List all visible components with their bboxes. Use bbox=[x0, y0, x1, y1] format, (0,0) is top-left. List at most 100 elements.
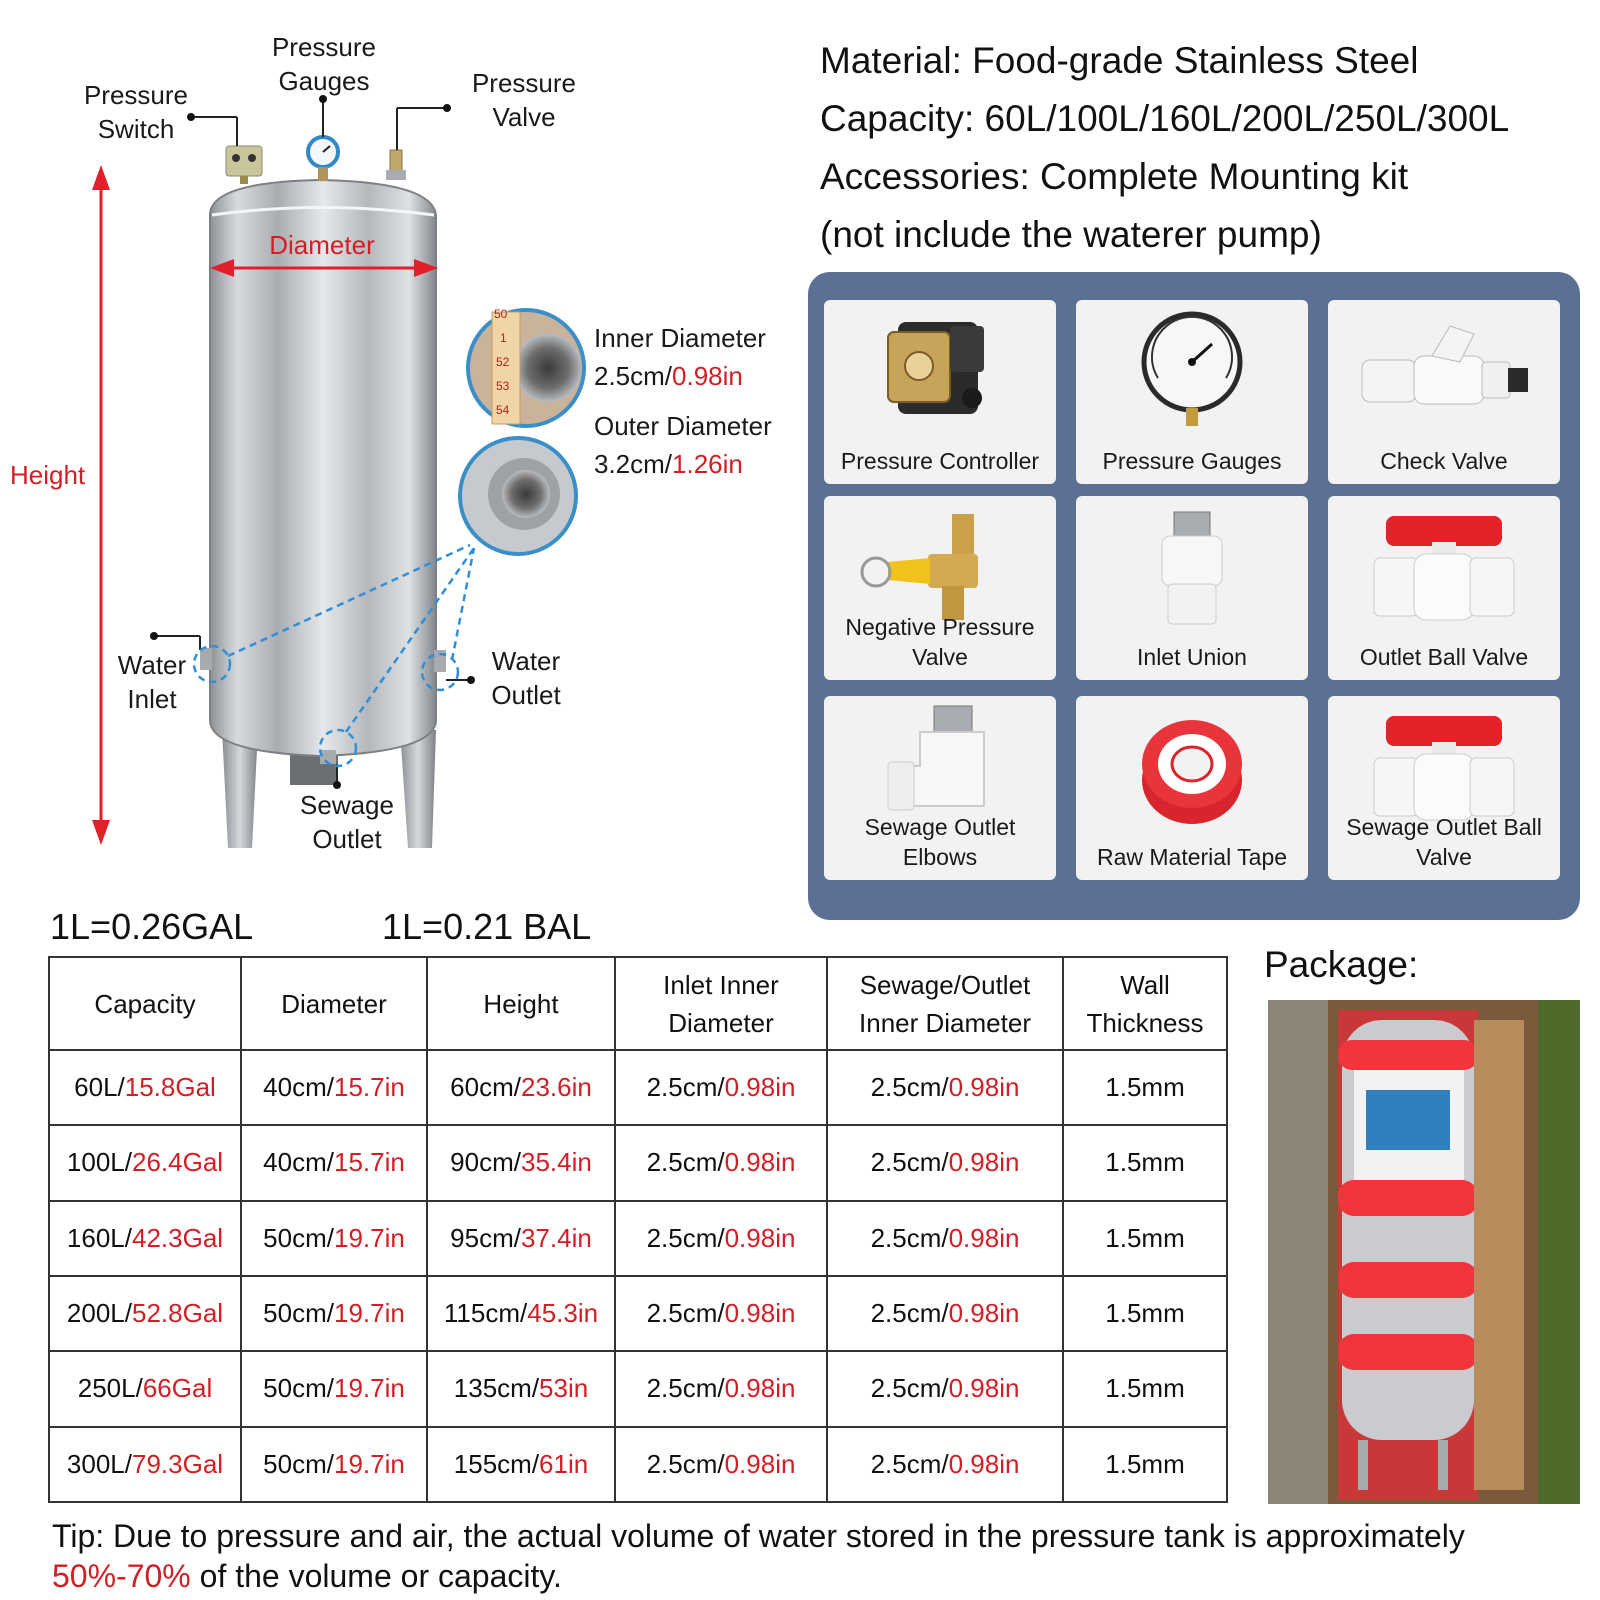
conversion-gal: 1L=0.26GAL bbox=[50, 906, 254, 947]
accessory-card-negative-pressure-valve: Negative Pressure Valve bbox=[824, 496, 1056, 680]
cell-primary-value: 2.5cm/ bbox=[870, 1448, 949, 1479]
ruler-tick-4: 53 bbox=[496, 379, 510, 393]
cell-primary-value: 50cm/ bbox=[263, 1298, 334, 1329]
cell-imperial-value: 19.7in bbox=[333, 1448, 405, 1479]
accessories-panel: Pressure Controller Pressure Gauges Chec… bbox=[808, 272, 1580, 920]
cell-primary-value: 2.5cm/ bbox=[870, 1298, 949, 1329]
cell-primary-value: 200L/ bbox=[66, 1298, 132, 1329]
table-cell: 1.5mm bbox=[1062, 1425, 1228, 1504]
ruler-tick-5: 54 bbox=[496, 403, 510, 417]
table-cell: 2.5cm/0.98in bbox=[614, 1274, 828, 1353]
tip-text: Tip: Due to pressure and air, the actual… bbox=[52, 1516, 1592, 1596]
ruler-tick-1: 50 bbox=[494, 307, 508, 321]
outer-diameter-photo bbox=[458, 436, 578, 556]
cell-imperial-value: 45.3in bbox=[527, 1298, 599, 1329]
ruler-tick-3: 52 bbox=[496, 355, 510, 369]
table-cell: 40cm/15.7in bbox=[240, 1124, 428, 1202]
table-cell: 2.5cm/0.98in bbox=[614, 1199, 828, 1277]
accessory-card-check-valve: Check Valve bbox=[1328, 300, 1560, 484]
cell-primary-value: 50cm/ bbox=[263, 1448, 334, 1479]
table-cell: 2.5cm/0.98in bbox=[826, 1350, 1064, 1428]
spec-note: (not include the waterer pump) bbox=[820, 214, 1322, 255]
header-diameter: Diameter bbox=[240, 956, 428, 1051]
outer-diameter-in: 1.26in bbox=[672, 449, 743, 479]
diameter-arrow bbox=[210, 259, 438, 277]
package-title: Package: bbox=[1264, 944, 1419, 985]
package-illustration bbox=[1268, 1000, 1580, 1504]
water-outlet-label: Water Outlet bbox=[491, 646, 561, 710]
cell-primary-value: 2.5cm/ bbox=[646, 1373, 725, 1404]
tip-prefix: Tip: bbox=[52, 1518, 105, 1554]
table-cell: 50cm/19.7in bbox=[240, 1274, 428, 1353]
height-arrow bbox=[92, 165, 110, 845]
header-wall-thickness: Wall Thickness bbox=[1062, 956, 1228, 1051]
accessory-label: Inlet Union bbox=[1137, 644, 1247, 670]
pressure-controller-icon bbox=[887, 322, 984, 414]
table-cell: 50cm/19.7in bbox=[240, 1350, 428, 1428]
negative-pressure-valve-icon bbox=[860, 514, 978, 620]
outer-diameter-cm: 3.2cm/ bbox=[594, 449, 673, 479]
elbow-icon bbox=[887, 705, 985, 811]
inner-diameter-cm: 2.5cm/ bbox=[594, 361, 673, 391]
cell-primary-value: 155cm/ bbox=[453, 1448, 540, 1479]
inner-diameter-value: 2.5cm/0.98in bbox=[594, 356, 743, 396]
table-cell: 135cm/53in bbox=[426, 1350, 616, 1428]
cell-primary-value: 2.5cm/ bbox=[870, 1222, 949, 1253]
accessory-card-pressure-gauges: Pressure Gauges bbox=[1076, 300, 1308, 484]
table-cell: 2.5cm/0.98in bbox=[614, 1350, 828, 1428]
tank-leg-right bbox=[400, 730, 436, 848]
spec-material: Material: Food-grade Stainless Steel bbox=[820, 40, 1419, 81]
cell-imperial-value: 37.4in bbox=[520, 1222, 592, 1253]
cell-imperial-value: 0.98in bbox=[948, 1373, 1020, 1404]
spec-table: Capacity Diameter Height Inlet Inner Dia… bbox=[48, 956, 1228, 1504]
cell-primary-value: 1.5mm bbox=[1105, 1147, 1185, 1178]
cell-primary-value: 2.5cm/ bbox=[646, 1072, 725, 1103]
accessory-card-outlet-ball-valve: Outlet Ball Valve bbox=[1328, 496, 1560, 680]
cell-primary-value: 1.5mm bbox=[1105, 1298, 1185, 1329]
header-capacity: Capacity bbox=[48, 956, 242, 1051]
table-cell: 50cm/19.7in bbox=[240, 1425, 428, 1504]
cell-imperial-value: 0.98in bbox=[724, 1072, 796, 1103]
inner-diameter-photo: 50 1 52 53 54 bbox=[466, 307, 586, 428]
cell-imperial-value: 42.3Gal bbox=[132, 1222, 224, 1253]
cell-primary-value: 60L/ bbox=[74, 1072, 125, 1103]
table-cell: 1.5mm bbox=[1062, 1124, 1228, 1202]
inlet-union-icon bbox=[1161, 511, 1223, 625]
cell-primary-value: 90cm/ bbox=[450, 1147, 521, 1178]
accessory-card-pressure-controller: Pressure Controller bbox=[824, 300, 1056, 484]
cell-primary-value: 40cm/ bbox=[263, 1072, 334, 1103]
table-cell: 90cm/35.4in bbox=[426, 1124, 616, 1202]
cell-primary-value: 2.5cm/ bbox=[870, 1072, 949, 1103]
cell-imperial-value: 15.8Gal bbox=[124, 1072, 216, 1103]
accessory-card-raw-material-tape: Raw Material Tape bbox=[1076, 696, 1308, 880]
accessory-label: Negative Pressure Valve bbox=[845, 614, 1035, 670]
tip-body: Due to pressure and air, the actual volu… bbox=[104, 1518, 1465, 1554]
table-cell: 95cm/37.4in bbox=[426, 1199, 616, 1277]
package-photo bbox=[1268, 1000, 1580, 1504]
accessory-label: Pressure Controller bbox=[840, 448, 1040, 474]
pressure-gauges-label: Pressure Gauges bbox=[271, 32, 377, 96]
cell-primary-value: 2.5cm/ bbox=[646, 1448, 725, 1479]
table-cell: 155cm/61in bbox=[426, 1425, 616, 1504]
callout-dashes bbox=[192, 543, 476, 768]
table-cell: 1.5mm bbox=[1062, 1274, 1228, 1353]
cell-imperial-value: 35.4in bbox=[520, 1147, 592, 1178]
check-valve-icon bbox=[1361, 325, 1528, 405]
table-cell: 1.5mm bbox=[1062, 1199, 1228, 1277]
cell-primary-value: 1.5mm bbox=[1105, 1072, 1185, 1103]
cell-imperial-value: 19.7in bbox=[333, 1373, 405, 1404]
cell-imperial-value: 0.98in bbox=[724, 1298, 796, 1329]
cell-primary-value: 135cm/ bbox=[453, 1373, 540, 1404]
cell-primary-value: 250L/ bbox=[77, 1373, 143, 1404]
table-cell: 2.5cm/0.98in bbox=[826, 1124, 1064, 1202]
cell-primary-value: 40cm/ bbox=[263, 1147, 334, 1178]
table-cell: 60L/15.8Gal bbox=[48, 1048, 242, 1127]
ball-valve-icon bbox=[1373, 716, 1515, 821]
table-cell: 2.5cm/0.98in bbox=[826, 1048, 1064, 1127]
tank-diagram: 50 1 52 53 54 bbox=[92, 95, 586, 848]
cell-imperial-value: 53in bbox=[539, 1373, 589, 1404]
table-cell: 300L/79.3Gal bbox=[48, 1425, 242, 1504]
conversion-bal: 1L=0.21 BAL bbox=[382, 906, 592, 947]
